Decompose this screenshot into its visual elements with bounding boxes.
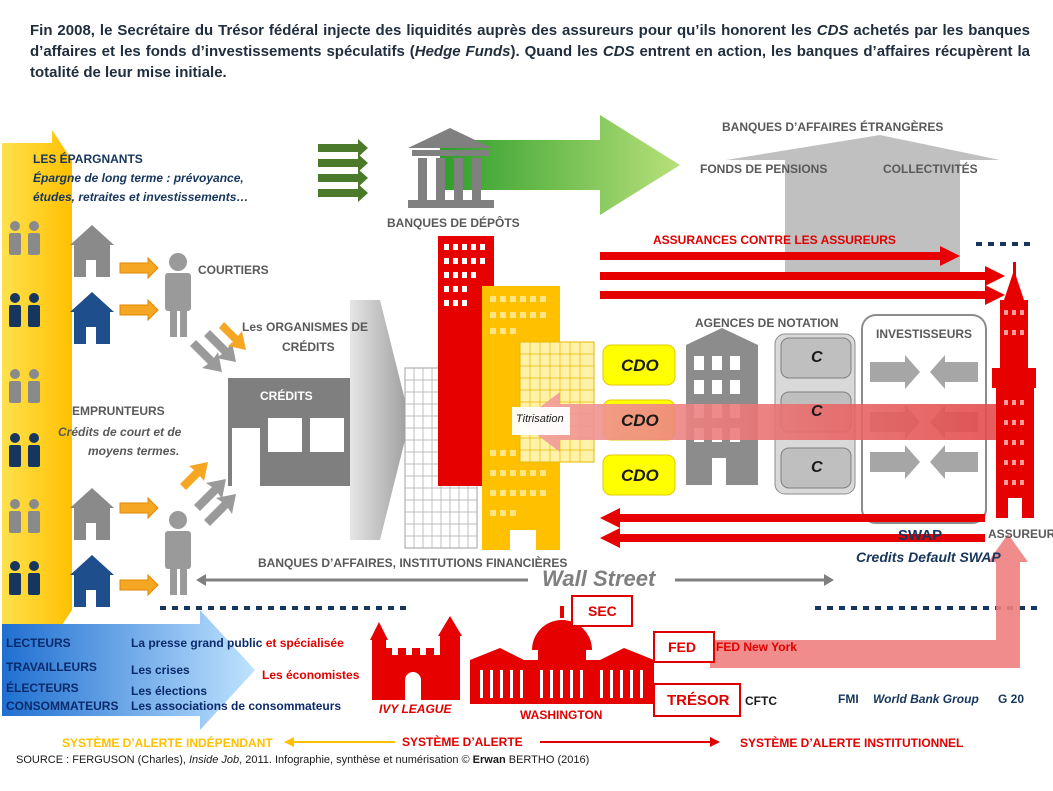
- wall-street-line: [196, 574, 834, 586]
- crises-label: Les crises: [131, 663, 190, 677]
- foreign-banks-label: BANQUES D’AFFAIRES ÉTRANGÈRES: [722, 120, 944, 134]
- red-arrows-right: [600, 246, 1005, 305]
- wall-street-label: Wall Street: [542, 566, 656, 591]
- red-arrows-left: [600, 508, 985, 548]
- orange-diagonal-arrows: [180, 322, 246, 490]
- green-small-arrows: [318, 139, 368, 202]
- cdo-label-2: CDO: [621, 411, 659, 430]
- local-authorities-label: COLLECTIVITÉS: [883, 162, 978, 176]
- cdo-label-1: CDO: [621, 356, 659, 375]
- credit-orgs-label-1: Les ORGANISMES DE: [242, 320, 369, 334]
- ivy-league-label: IVY LEAGUE: [379, 702, 452, 716]
- fmi-label: FMI: [838, 692, 859, 706]
- swap-label: SWAP: [898, 527, 943, 544]
- savers-label: LES ÉPARGNANTS: [33, 152, 143, 166]
- alert-arrows: [284, 737, 720, 747]
- rating-agencies-label: AGENCES DE NOTATION: [695, 316, 839, 330]
- credit-orgs-label-2: CRÉDITS: [282, 340, 335, 354]
- green-big-arrow: [440, 115, 680, 215]
- washington-windows: [480, 670, 643, 698]
- elections-label: Les élections: [131, 684, 208, 698]
- credits-building: [228, 378, 354, 486]
- credits-label: CRÉDITS: [260, 389, 313, 403]
- intro-paragraph: Fin 2008, le Secrétaire du Trésor fédéra…: [30, 22, 1030, 81]
- pension-funds-label: FONDS DE PENSIONS: [700, 162, 828, 176]
- tresor-label: TRÉSOR: [667, 692, 730, 709]
- cds-label: Credits Default SWAP: [856, 549, 1001, 565]
- world-bank-label: World Bank Group: [873, 692, 979, 706]
- insurers-label: ASSUREURS: [988, 527, 1053, 541]
- institution-boxes: [571, 595, 741, 717]
- workers-label: TRAVAILLEURS: [6, 660, 97, 674]
- dotted-lines: [160, 242, 1040, 610]
- titrisation-label: Titrisation: [516, 413, 564, 425]
- titrisation-label-bg: [512, 407, 570, 435]
- grey-up-arrow: [726, 135, 1000, 275]
- grey-big-arrow: [350, 300, 410, 540]
- source-line: SOURCE : FERGUSON (Charles), Inside Job,…: [16, 754, 590, 766]
- institutional-alert-label: SYSTÈME D’ALERTE INSTITUTIONNEL: [740, 736, 964, 750]
- borrowers-label: EMPRUNTEURS: [72, 404, 165, 418]
- voters-label: ÉLECTEURS: [6, 681, 79, 695]
- borrowers-desc-1: Crédits de court et de: [58, 425, 182, 439]
- readers-label: LECTEURS: [6, 636, 71, 650]
- fed-label: FED: [668, 639, 696, 655]
- insurance-label: ASSURANCES CONTRE LES ASSUREURS: [653, 233, 896, 247]
- cdo-label-3: CDO: [621, 466, 659, 485]
- deposit-banks-label: BANQUES DE DÉPÔTS: [387, 216, 520, 230]
- fed-ny-label: FED New York: [716, 640, 797, 654]
- fed-to-insurers-arrow: [710, 534, 1028, 668]
- washington-label: WASHINGTON: [520, 708, 603, 722]
- bank-temple-icon: [408, 128, 494, 208]
- alert-label: SYSTÈME D’ALERTE: [402, 735, 523, 749]
- c-label-1: C: [811, 349, 823, 366]
- grey-diagonal-arrows: [190, 330, 236, 526]
- borrowers-desc-2: moyens termes.: [88, 444, 180, 458]
- people-icons: [9, 221, 40, 595]
- c-label-3: C: [811, 459, 823, 476]
- consumers-label: CONSOMMATEURS: [6, 699, 119, 713]
- cftc-label: CFTC: [745, 694, 777, 708]
- savings-desc-2: études, retraites et investissements…: [33, 190, 249, 204]
- broker-icons: [165, 253, 191, 595]
- public-blue-arrow: [2, 610, 255, 730]
- house-icons: [70, 225, 114, 607]
- brokers-label: COURTIERS: [198, 263, 269, 277]
- g20-label: G 20: [998, 692, 1025, 706]
- press-label: La presse grand public et spécialisée: [131, 636, 344, 650]
- insurers-tower: [992, 262, 1036, 518]
- sec-label: SEC: [588, 603, 617, 619]
- economists-label: Les économistes: [262, 668, 360, 682]
- investment-banks-label: BANQUES D’AFFAIRES, INSTITUTIONS FINANCI…: [258, 556, 568, 570]
- associations-label: Les associations de consommateurs: [131, 699, 342, 713]
- savings-desc-1: Épargne de long terme : prévoyance,: [33, 171, 244, 185]
- independent-alert-label: SYSTÈME D’ALERTE INDÉPENDANT: [62, 736, 273, 750]
- c-label-2: C: [811, 403, 823, 420]
- titrisation-arrow: [520, 392, 1005, 452]
- orange-arrows: [119, 256, 159, 597]
- investors-label: INVESTISSEURS: [876, 327, 973, 341]
- ivy-league-castle: [370, 616, 462, 700]
